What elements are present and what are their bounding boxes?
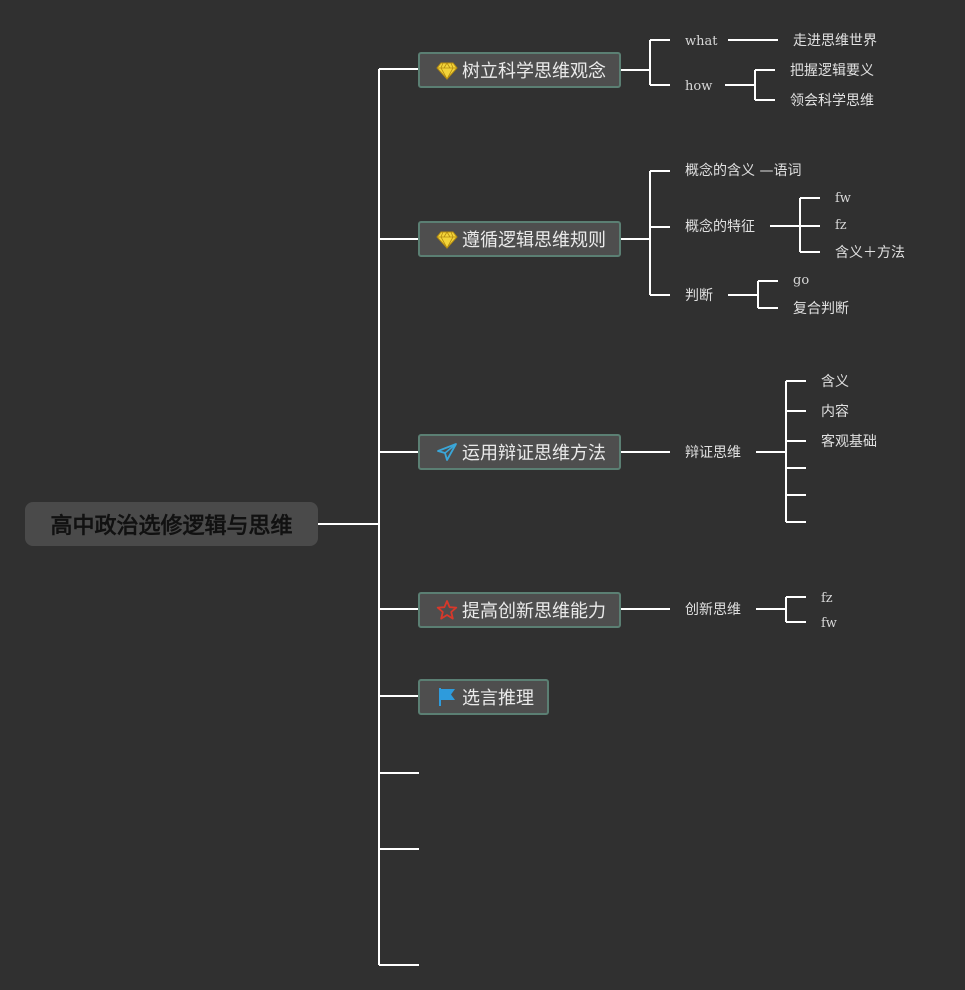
leaf-compound-judgment[interactable]: 复合判断 [793, 301, 849, 317]
subtopic-how[interactable]: how [685, 79, 713, 94]
leaf-understand-science-thinking[interactable]: 领会科学思维 [790, 93, 874, 109]
leaf-grasp-logic[interactable]: 把握逻辑要义 [790, 63, 874, 79]
topic-dialectical-methods[interactable]: 运用辩证思维方法 [418, 434, 621, 470]
leaf-meaning[interactable]: 含义 [821, 374, 849, 390]
subtopic-concept-features[interactable]: 概念的特征 [685, 219, 755, 235]
subtopic-innovation-thinking[interactable]: 创新思维 [685, 602, 741, 618]
paper-plane-icon [436, 441, 458, 463]
root-topic-label: 高中政治选修逻辑与思维 [50, 514, 293, 539]
leaf-fz[interactable]: fz [821, 591, 833, 606]
topic-label: 提高创新思维能力 [462, 601, 606, 622]
subtopic-judgment[interactable]: 判断 [685, 288, 713, 304]
subtopic-concept-meaning[interactable]: 概念的含义 —语词 [685, 163, 802, 179]
topic-label: 遵循逻辑思维规则 [462, 230, 606, 251]
flag-icon [436, 686, 458, 708]
topic-label: 选言推理 [462, 688, 534, 709]
topic-disjunctive-reasoning[interactable]: 选言推理 [418, 679, 549, 715]
star-icon [436, 599, 458, 621]
diamond-icon [436, 59, 458, 81]
diamond-icon [436, 228, 458, 250]
leaf-go[interactable]: go [793, 273, 810, 288]
topic-logic-rules[interactable]: 遵循逻辑思维规则 [418, 221, 621, 257]
leaf-meaning-method[interactable]: 含义＋方法 [835, 245, 905, 261]
topic-label: 运用辩证思维方法 [462, 443, 606, 464]
leaf-objective-basis[interactable]: 客观基础 [821, 434, 877, 450]
leaf-fw[interactable]: fw [835, 191, 851, 206]
subtopic-dialectic-thinking[interactable]: 辩证思维 [685, 445, 741, 461]
topic-scientific-thinking[interactable]: 树立科学思维观念 [418, 52, 621, 88]
topic-innovation-ability[interactable]: 提高创新思维能力 [418, 592, 621, 628]
leaf-enter-thinking-world[interactable]: 走进思维世界 [793, 33, 877, 49]
subtopic-what[interactable]: what [685, 34, 718, 49]
root-topic[interactable]: 高中政治选修逻辑与思维 [25, 502, 318, 546]
leaf-fw[interactable]: fw [821, 616, 837, 631]
leaf-content[interactable]: 内容 [821, 404, 849, 420]
leaf-fz[interactable]: fz [835, 218, 847, 233]
topic-label: 树立科学思维观念 [462, 61, 606, 82]
